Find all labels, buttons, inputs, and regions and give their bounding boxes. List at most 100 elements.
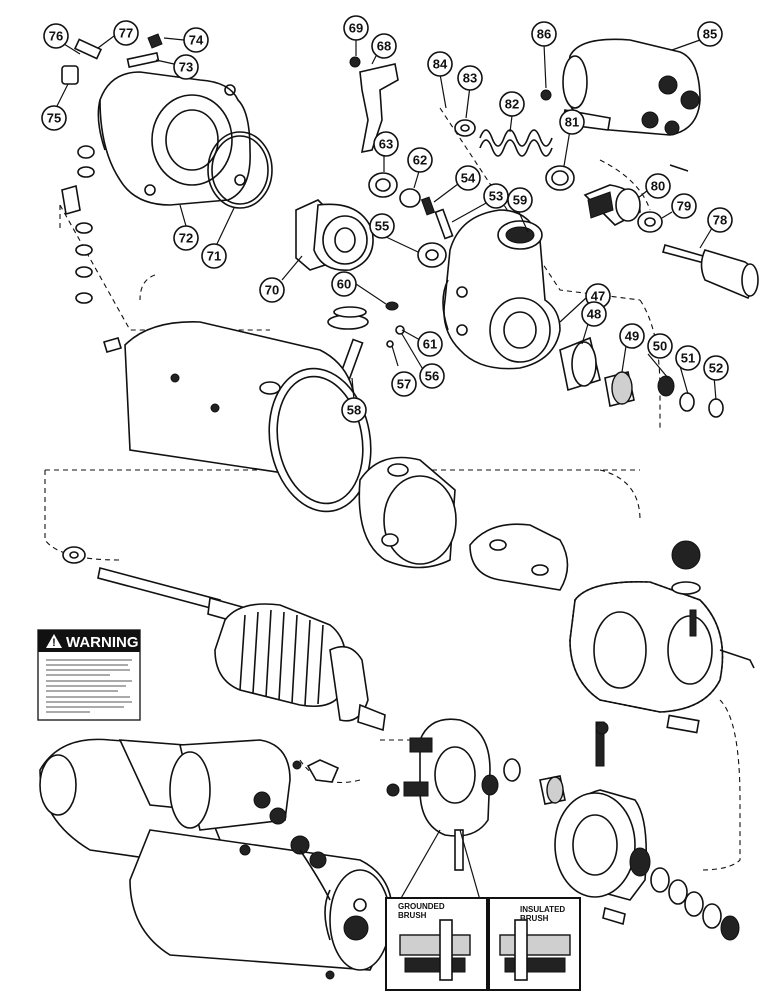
grounded-label-1: GROUNDED (398, 902, 445, 911)
washer-stack-left (61, 145, 122, 353)
plunger-spring (454, 119, 575, 191)
solenoid (540, 38, 701, 172)
svg-text:70: 70 (265, 283, 279, 298)
small-rings (368, 172, 447, 268)
callout-83: 83 (457, 65, 483, 91)
svg-text:62: 62 (413, 153, 427, 168)
svg-text:58: 58 (347, 403, 361, 418)
callout-48: 48 (581, 301, 607, 327)
svg-text:53: 53 (489, 189, 503, 204)
callout-50: 50 (647, 333, 673, 359)
leader-lines (55, 35, 717, 401)
plunger-rod (662, 244, 759, 300)
field-frame-tube (124, 321, 372, 513)
callout-53: 53 (483, 183, 509, 209)
callouts: 76 77 74 73 75 72 71 69 68 84 83 86 85 8… (41, 15, 733, 423)
insulated-label-1: INSULATED (520, 905, 565, 914)
svg-text:71: 71 (207, 249, 221, 264)
plunger-washer (637, 211, 663, 233)
pole-shoe (469, 523, 569, 591)
brush-holder-plate (386, 718, 499, 871)
callout-78: 78 (707, 207, 733, 233)
armature (62, 546, 386, 732)
svg-text:84: 84 (433, 57, 448, 72)
assembled-starter (39, 738, 393, 980)
svg-text:59: 59 (513, 193, 527, 208)
callout-55: 55 (369, 213, 395, 239)
callout-62: 62 (407, 147, 433, 173)
callout-57: 57 (391, 371, 417, 397)
svg-text:72: 72 (179, 231, 193, 246)
svg-text:49: 49 (625, 329, 639, 344)
insulated-label-2: BRUSH (520, 914, 549, 923)
svg-text:57: 57 (397, 377, 411, 392)
callout-49: 49 (619, 323, 645, 349)
svg-text:54: 54 (461, 171, 476, 186)
callout-85: 85 (697, 21, 723, 47)
callout-82: 82 (499, 91, 525, 117)
callout-74: 74 (183, 27, 209, 53)
callout-75: 75 (41, 105, 67, 131)
end-washers (602, 847, 740, 941)
warning-label: ! WARNING (37, 629, 141, 721)
housing-gasket (207, 131, 273, 209)
pinion-drive (295, 199, 374, 271)
svg-text:82: 82 (505, 97, 519, 112)
drive-housing (97, 71, 251, 206)
callout-84: 84 (427, 51, 453, 77)
svg-text:55: 55 (375, 219, 389, 234)
svg-text:47: 47 (591, 289, 605, 304)
callout-79: 79 (671, 193, 697, 219)
callout-72: 72 (173, 225, 199, 251)
callout-77: 77 (113, 20, 139, 46)
callout-56: 56 (419, 363, 445, 389)
svg-text:52: 52 (709, 361, 723, 376)
svg-text:77: 77 (119, 26, 133, 41)
svg-text:80: 80 (651, 179, 665, 194)
svg-text:51: 51 (681, 351, 695, 366)
callout-70: 70 (259, 277, 285, 303)
svg-text:50: 50 (653, 339, 667, 354)
callout-86: 86 (531, 21, 557, 47)
svg-text:!: ! (52, 637, 56, 649)
callout-61: 61 (417, 331, 443, 357)
svg-text:75: 75 (47, 111, 61, 126)
solenoid-plunger (583, 184, 641, 226)
svg-text:68: 68 (377, 39, 391, 54)
warning-title: WARNING (66, 634, 139, 651)
svg-text:63: 63 (379, 137, 393, 152)
callout-80: 80 (645, 173, 671, 199)
svg-text:48: 48 (587, 307, 601, 322)
svg-text:83: 83 (463, 71, 477, 86)
svg-text:76: 76 (49, 29, 63, 44)
grounded-label-2: BRUSH (398, 911, 427, 920)
svg-text:74: 74 (189, 33, 204, 48)
svg-text:79: 79 (677, 199, 691, 214)
svg-text:73: 73 (179, 60, 193, 75)
callout-59: 59 (507, 187, 533, 213)
callout-73: 73 (173, 54, 199, 80)
nose-housing (442, 209, 561, 370)
callout-54: 54 (455, 165, 481, 191)
end-frame (503, 721, 647, 901)
field-coils (569, 540, 755, 734)
callout-68: 68 (371, 33, 397, 59)
callout-69: 69 (343, 15, 369, 41)
svg-text:81: 81 (565, 115, 579, 130)
callout-51: 51 (675, 345, 701, 371)
callout-81: 81 (559, 109, 585, 135)
callout-76: 76 (43, 23, 69, 49)
small-bracket (292, 759, 340, 783)
svg-text:69: 69 (349, 21, 363, 36)
svg-text:85: 85 (703, 27, 717, 42)
svg-text:60: 60 (337, 277, 351, 292)
pole-ring (358, 456, 457, 569)
svg-text:78: 78 (713, 213, 727, 228)
pins-and-small-parts (327, 196, 454, 382)
bolts-and-bushing (61, 33, 163, 85)
callout-63: 63 (373, 131, 399, 157)
svg-text:86: 86 (537, 27, 551, 42)
callout-52: 52 (703, 355, 729, 381)
